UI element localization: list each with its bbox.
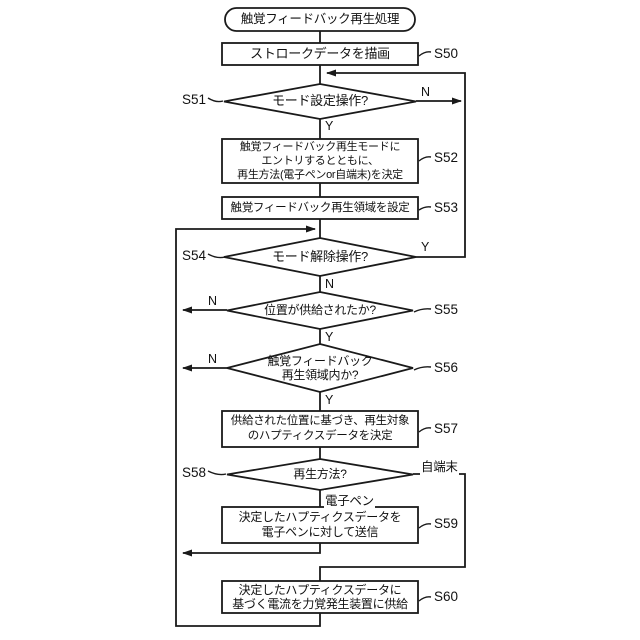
process-s59-shape	[221, 506, 419, 544]
step-label-s54: S54	[182, 248, 207, 263]
branch-label-s55-yes: Y	[324, 330, 335, 344]
process-s59-label: 決定したハプティクスデータを 電子ペンに対して送信	[222, 507, 418, 543]
label-dash-s56	[413, 366, 432, 371]
branch-label-s56-no: N	[207, 352, 218, 366]
process-s60-shape	[221, 580, 419, 614]
step-label-s58: S58	[182, 465, 207, 480]
decision-s58-shape	[226, 458, 414, 491]
label-dash-s55	[413, 308, 432, 313]
step-label-s59: S59	[434, 516, 459, 531]
process-s57-shape	[221, 410, 419, 448]
step-label-s52: S52	[434, 150, 459, 165]
process-s60-label: 決定したハプティクスデータに 基づく電流を力覚発生装置に供給	[222, 581, 418, 613]
decision-s56-text-line1: 触覚フィードバック	[267, 354, 373, 368]
step-label-s51: S51	[182, 92, 207, 107]
label-dash-s59	[418, 523, 432, 529]
decision-s51-label: モード設定操作?	[224, 84, 416, 119]
connector-s59-out	[182, 543, 321, 557]
process-s57-text-line1: 供給された位置に基づき、再生対象	[230, 415, 410, 427]
step-label-s57: S57	[434, 421, 459, 436]
decision-s54-label: モード解除操作?	[224, 238, 416, 276]
branch-label-s55-no: N	[207, 294, 218, 308]
process-s52-text-line3: 再生方法(電子ペンor自端末)を決定	[237, 169, 403, 181]
step-label-s50: S50	[434, 46, 459, 61]
decision-s54-shape	[223, 237, 417, 277]
branch-label-s54-no: N	[324, 277, 335, 291]
label-dash-s58	[207, 470, 227, 476]
process-s53-shape	[221, 196, 419, 220]
process-s60-text-line1: 決定したハプティクスデータに	[238, 582, 402, 597]
branch-label-s56-yes: Y	[324, 393, 335, 407]
label-dash-s54	[207, 253, 226, 259]
process-s50-text: ストロークデータを描画	[250, 45, 390, 61]
process-s53-label: 触覚フィードバック再生領域を設定	[222, 197, 418, 219]
label-dash-s51	[207, 97, 224, 103]
step-label-s53: S53	[434, 200, 459, 215]
process-s59-text-line1: 決定したハプティクスデータを	[238, 510, 402, 524]
process-s52-label: 触覚フィードバック再生モードに エントリするとともに、 再生方法(電子ペンor自…	[222, 139, 418, 183]
process-s52-text-line1: 触覚フィードバック再生モードに	[239, 141, 401, 153]
process-s50-label: ストロークデータを描画	[222, 43, 418, 65]
branch-label-s58-electronic-pen: 電子ペン	[324, 490, 375, 509]
decision-s56-text-line2: 再生領域内か?	[281, 368, 359, 382]
decision-s56-shape	[226, 343, 414, 393]
process-s57-text-line2: のハプティクスデータを決定	[247, 430, 393, 442]
decision-s51-shape	[223, 83, 417, 120]
terminal-start-text: 触覚フィードバック再生処理	[240, 12, 400, 27]
branch-label-s54-yes: Y	[420, 240, 431, 254]
branch-label-s58-own-terminal: 自端末	[420, 456, 459, 475]
process-s60-text-line2: 基づく電流を力覚発生装置に供給	[232, 597, 408, 611]
process-s59-text-line2: 電子ペンに対して送信	[261, 525, 379, 539]
decision-s51-text: モード設定操作?	[272, 93, 368, 109]
step-label-s55: S55	[434, 302, 459, 317]
terminal-start-shape	[224, 7, 416, 32]
decision-s55-shape	[226, 291, 414, 330]
branch-label-s51-yes: Y	[324, 119, 335, 133]
decision-s58-text: 再生方法?	[293, 467, 347, 482]
step-label-s60: S60	[434, 589, 459, 604]
decision-s56-label: 触覚フィードバック 再生領域内か?	[227, 344, 413, 392]
process-s50-shape	[221, 42, 419, 66]
process-s52-text-line2: エントリするとともに、	[261, 155, 379, 167]
decision-s54-text: モード解除操作?	[272, 248, 368, 264]
branch-label-s51-no: N	[420, 85, 431, 99]
label-dash-s60	[418, 596, 432, 602]
label-dash-s50	[418, 51, 432, 57]
decision-s55-text: 位置が供給されたか?	[264, 303, 376, 318]
label-dash-s53	[418, 206, 432, 211]
connector-s60-left-rail	[175, 225, 321, 627]
step-label-s56: S56	[434, 360, 459, 375]
label-dash-s57	[418, 427, 432, 433]
process-s57-label: 供給された位置に基づき、再生対象 のハプティクスデータを決定	[222, 411, 418, 447]
connector-s54-yes-right-rail	[326, 69, 466, 258]
process-s52-shape	[221, 138, 419, 184]
label-dash-s52	[418, 156, 432, 162]
decision-s55-label: 位置が供給されたか?	[227, 292, 413, 329]
decision-s58-label: 再生方法?	[227, 459, 413, 490]
terminal-start-label: 触覚フィードバック再生処理	[225, 8, 415, 31]
process-s53-text: 触覚フィードバック再生領域を設定	[230, 201, 410, 214]
